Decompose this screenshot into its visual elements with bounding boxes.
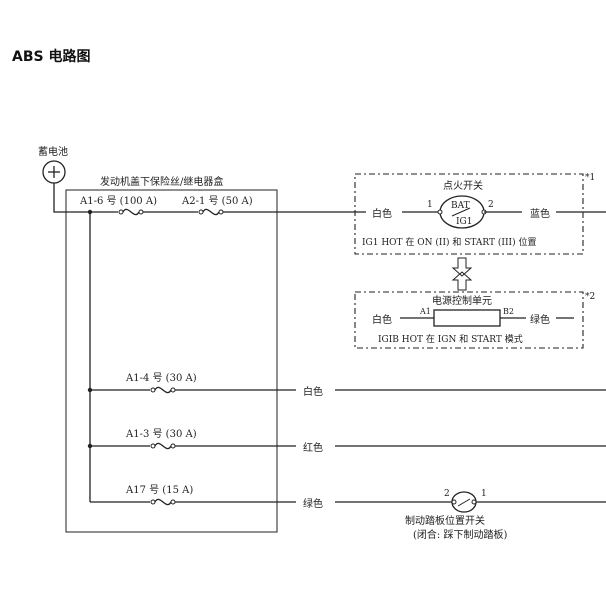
fuse-box <box>65 189 278 533</box>
wire-red: 红色 <box>303 441 323 454</box>
pcu-note: IGIB HOT 在 IGN 和 START 模式 <box>378 333 523 345</box>
fuse-a1-4-label: A1-4 号 (30 A) <box>125 372 197 384</box>
note2-marker: *2 <box>585 292 595 302</box>
pcu-label: 电源控制单元 <box>432 294 492 307</box>
pcu-box <box>354 291 584 349</box>
ignition-switch-box <box>354 173 584 255</box>
fuse-a1-3-label: A1-3 号 (30 A) <box>125 428 197 440</box>
ign-bat-label: BAT <box>451 201 470 211</box>
note1-marker: *1 <box>585 173 595 183</box>
fuse-a1-3-icon <box>150 442 176 450</box>
battery-label: 蓄电池 <box>38 145 68 158</box>
fuse-a2-1-label: A2-1 号 (50 A) <box>181 195 253 207</box>
ign-ig1-label: IG1 <box>456 217 472 227</box>
ign-pin1: 1 <box>427 200 433 210</box>
ign-wire-white: 白色 <box>372 207 392 220</box>
brake-pin2: 2 <box>444 489 450 499</box>
brake-switch-label: 制动踏板位置开关 <box>405 514 485 527</box>
pcu-b2: B2 <box>503 307 514 316</box>
pcu-a1: A1 <box>419 307 431 316</box>
battery-wire <box>53 183 90 213</box>
fuse-a1-6-label: A1-6 号 (100 A) <box>79 195 157 207</box>
fuse-box-label: 发动机盖下保险丝/继电器盒 <box>100 175 223 188</box>
fuse-a17-icon <box>150 498 176 506</box>
linked-arrows-icon <box>451 257 473 291</box>
brake-switch-icon <box>451 491 477 513</box>
ign-note: IG1 HOT 在 ON (II) 和 START (III) 位置 <box>362 236 536 248</box>
pcu-wire-green: 绿色 <box>530 313 550 326</box>
brake-switch-note: (闭合: 踩下制动踏板) <box>413 528 507 541</box>
fuse-a17-label: A17 号 (15 A) <box>125 484 193 496</box>
ign-pin2: 2 <box>488 200 494 210</box>
page-title: ABS 电路图 <box>12 49 91 65</box>
wire-white-1: 白色 <box>303 385 323 398</box>
wire-green: 绿色 <box>303 497 323 510</box>
ign-wire-blue: 蓝色 <box>530 207 550 220</box>
pcu-wire-white: 白色 <box>372 313 392 326</box>
fuse-a1-6-icon <box>118 208 144 216</box>
brake-pin1: 1 <box>481 489 487 499</box>
fuse-a2-1-icon <box>198 208 224 216</box>
fuse-a1-4-icon <box>150 386 176 394</box>
battery-icon <box>42 160 66 184</box>
pcu-element <box>433 309 501 327</box>
ignition-switch-label: 点火开关 <box>443 179 483 192</box>
